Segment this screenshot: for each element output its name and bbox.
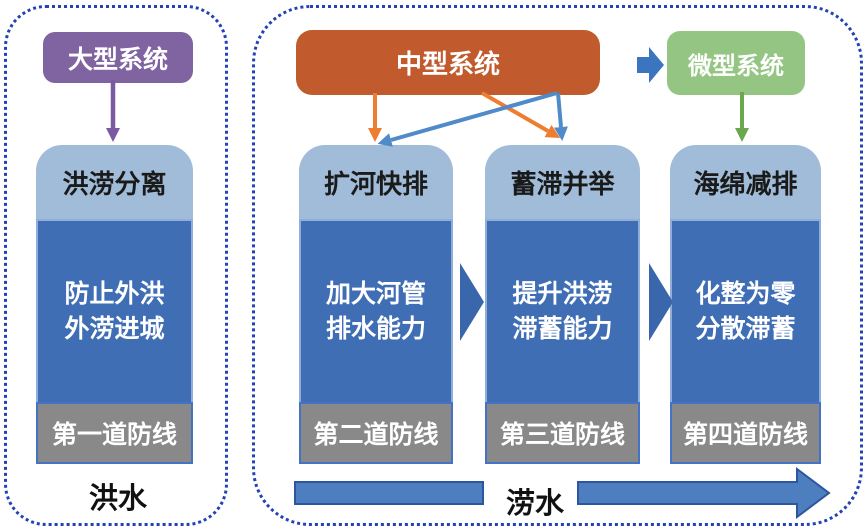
flood-caption: 洪水 bbox=[88, 483, 147, 515]
waterlogging-caption: 涝水 bbox=[505, 488, 564, 520]
flood-panel: 大型系统 洪涝分离 防止外洪 外涝进城 第一道防线 洪水 bbox=[4, 5, 228, 526]
medium-system-box: 中型系统 bbox=[296, 30, 600, 95]
column-footer: 第三道防线 bbox=[485, 402, 640, 464]
column-body: 加大河管 排水能力 bbox=[299, 219, 453, 402]
column-body: 化整为零 分散滞蓄 bbox=[670, 219, 821, 402]
column-header: 洪涝分离 bbox=[36, 145, 193, 219]
column-footer: 第四道防线 bbox=[670, 402, 821, 464]
defense-column-2: 扩河快排 加大河管 排水能力 第二道防线 bbox=[299, 145, 453, 464]
column-footer-label: 第一道防线 bbox=[51, 421, 177, 449]
defense-column-3: 蓄滞并举 提升洪涝 滞蓄能力 第三道防线 bbox=[485, 145, 640, 464]
waterlogging-panel: 中型系统 微型系统 扩河快排 加大河管 排水能力 第二道防线 蓄滞并举 提升洪涝… bbox=[252, 5, 863, 526]
column-footer-label: 第三道防线 bbox=[499, 421, 625, 449]
micro-system-box: 微型系统 bbox=[667, 31, 805, 95]
large-system-box: 大型系统 bbox=[43, 32, 193, 83]
defense-column-4: 海绵减排 化整为零 分散滞蓄 第四道防线 bbox=[670, 145, 821, 464]
column-header-label: 扩河快排 bbox=[323, 168, 428, 199]
column-header: 海绵减排 bbox=[670, 145, 821, 219]
column-footer-label: 第四道防线 bbox=[682, 421, 808, 449]
column-body: 提升洪涝 滞蓄能力 bbox=[485, 219, 640, 402]
column-footer: 第一道防线 bbox=[36, 402, 193, 464]
column-footer-label: 第二道防线 bbox=[313, 421, 439, 449]
micro-system-label: 微型系统 bbox=[688, 52, 784, 80]
column-header-label: 蓄滞并举 bbox=[510, 168, 615, 199]
column-header: 蓄滞并举 bbox=[485, 145, 640, 219]
column-header-label: 海绵减排 bbox=[693, 168, 798, 199]
column-header: 扩河快排 bbox=[299, 145, 453, 219]
medium-system-label: 中型系统 bbox=[395, 49, 500, 79]
column-footer: 第二道防线 bbox=[299, 402, 453, 464]
column-body: 防止外洪 外涝进城 bbox=[36, 219, 193, 402]
large-system-label: 大型系统 bbox=[67, 45, 168, 74]
defense-column-1: 洪涝分离 防止外洪 外涝进城 第一道防线 bbox=[36, 145, 193, 464]
column-header-label: 洪涝分离 bbox=[62, 168, 167, 199]
